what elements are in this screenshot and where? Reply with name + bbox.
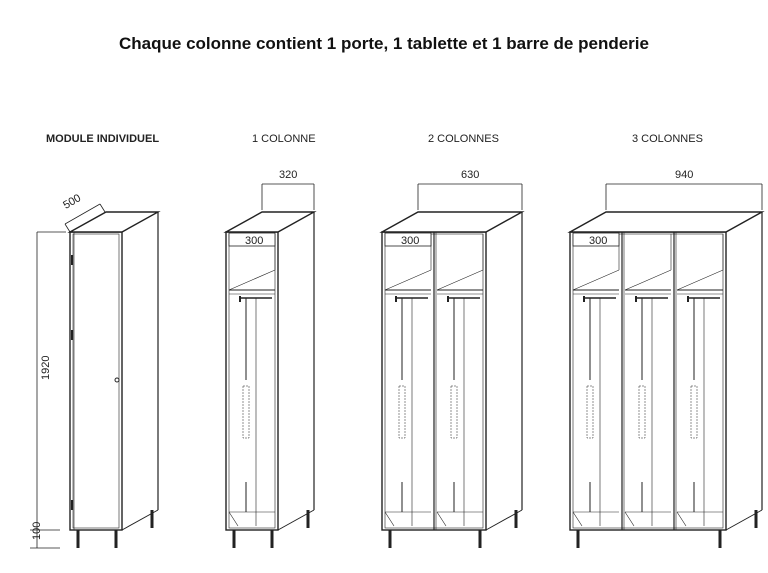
- three-columns-label: 3 COLONNES: [632, 133, 703, 145]
- leg: [306, 510, 310, 528]
- inner-width-box: [228, 232, 276, 247]
- leg: [576, 530, 580, 548]
- rail-bracket: [583, 296, 585, 302]
- inner-width-value: 300: [401, 235, 419, 247]
- module-individuel-label: MODULE INDIVIDUEL: [46, 133, 160, 145]
- cabinet-top: [67, 211, 161, 233]
- leg: [232, 530, 236, 548]
- cabinet-front: [569, 231, 727, 531]
- shelf-depth: [436, 269, 484, 291]
- bottom-plinth-depth: [436, 511, 447, 527]
- depth-value: 500: [61, 192, 83, 212]
- shelf-depth: [228, 269, 276, 291]
- width-value: 320: [279, 169, 297, 181]
- door-hinge-detail: [398, 385, 406, 439]
- rail-bracket: [239, 296, 241, 302]
- inner-width-box: [384, 232, 432, 247]
- cabinet-4: 940 300: [567, 169, 765, 548]
- cabinet-top: [223, 211, 317, 233]
- leg: [76, 530, 80, 548]
- leg: [514, 510, 518, 528]
- rail-bracket: [687, 296, 689, 302]
- leg: [718, 530, 722, 548]
- cabinet-front-inner: [572, 233, 724, 529]
- page-title: Chaque colonne contient 1 porte, 1 table…: [119, 34, 649, 53]
- inner-width-value: 300: [589, 235, 607, 247]
- bottom-plinth-depth: [676, 511, 687, 527]
- width-value: 630: [461, 169, 479, 181]
- cabinet-2: 320 300: [223, 169, 317, 548]
- shelf-depth: [384, 269, 432, 291]
- bottom-plinth-depth: [624, 511, 635, 527]
- leg: [150, 510, 154, 528]
- cabinet-3: 630 300: [379, 169, 525, 548]
- width-value: 940: [675, 169, 693, 181]
- dim-tick: [64, 223, 71, 233]
- leg: [478, 530, 482, 548]
- rail-bracket: [395, 296, 397, 302]
- cabinet-front: [225, 231, 279, 531]
- cabinet-front-inner: [228, 233, 276, 529]
- cabinet-front: [69, 231, 123, 531]
- door-knob: [114, 377, 120, 383]
- shelf-depth: [572, 269, 620, 291]
- height-value: 1920: [40, 356, 52, 380]
- door-hinge-detail: [638, 385, 646, 439]
- door-hinge-detail: [242, 385, 250, 439]
- cabinet-1: 500 1920 100: [30, 192, 161, 549]
- leg: [388, 530, 392, 548]
- leg: [270, 530, 274, 548]
- rail-bracket: [635, 296, 637, 302]
- one-column-label: 1 COLONNE: [252, 133, 316, 145]
- bottom-plinth-depth: [228, 511, 239, 527]
- cabinet-front-inner: [72, 233, 120, 529]
- depth-dimension-line: [64, 203, 101, 225]
- inner-width-box: [572, 232, 620, 247]
- two-columns-label: 2 COLONNES: [428, 133, 499, 145]
- leg: [754, 510, 758, 528]
- shelf-depth: [624, 269, 672, 291]
- door-hinge-detail: [450, 385, 458, 439]
- cabinet-top: [567, 211, 765, 233]
- dim-tick: [99, 203, 106, 213]
- bottom-plinth-depth: [572, 511, 583, 527]
- bottom-plinth-depth: [384, 511, 395, 527]
- leg: [114, 530, 118, 548]
- legs-height-value: 100: [31, 522, 43, 540]
- inner-width-value: 300: [245, 235, 263, 247]
- door-hinge-detail: [690, 385, 698, 439]
- cabinet-top: [379, 211, 525, 233]
- rail-bracket: [447, 296, 449, 302]
- door-hinge-detail: [586, 385, 594, 439]
- shelf-depth: [676, 269, 724, 291]
